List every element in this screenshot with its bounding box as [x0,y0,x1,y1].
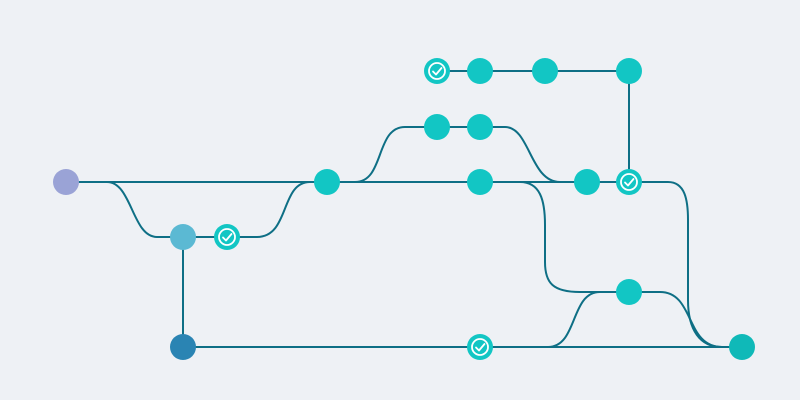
commit-node-circle [467,334,493,360]
graph-nodes [53,58,755,360]
graph-edge [628,181,723,348]
check-circle-icon [218,228,236,246]
node-lower-merge[interactable] [616,279,642,305]
node-end[interactable] [729,334,755,360]
node-main-3[interactable] [574,169,600,195]
commit-node-circle [616,58,642,84]
commit-node-circle [467,114,493,140]
end-node-circle [729,334,755,360]
node-start[interactable] [53,169,79,195]
graph-edge [226,181,311,238]
node-top-3[interactable] [532,58,558,84]
commit-node-circle [574,169,600,195]
branch-node-circle [170,224,196,250]
start-node-circle [53,169,79,195]
node-upper-2[interactable] [467,114,493,140]
commit-node-circle [314,169,340,195]
graph-edge [519,181,723,348]
commit-node-circle [214,224,240,250]
base-node-circle [170,334,196,360]
check-circle-icon [620,173,638,191]
commit-node-circle [424,58,450,84]
commit-node-circle [616,169,642,195]
node-base[interactable] [170,334,196,360]
node-branch-a-check[interactable] [214,224,240,250]
node-merge-1[interactable] [314,169,340,195]
graph-edges [65,70,743,348]
node-main-check[interactable] [616,169,642,195]
commit-node-circle [616,279,642,305]
node-top-check[interactable] [424,58,450,84]
graph-edge [547,291,601,348]
node-top-4[interactable] [616,58,642,84]
commit-node-circle [424,114,450,140]
check-circle-icon [428,62,446,80]
commit-node-circle [467,58,493,84]
commit-node-circle [467,169,493,195]
node-bottom-check[interactable] [467,334,493,360]
node-main-2[interactable] [467,169,493,195]
commit-node-circle [532,58,558,84]
graph-edge [106,181,228,238]
node-upper-1[interactable] [424,114,450,140]
graph-edge [354,126,561,183]
node-branch-a[interactable] [170,224,196,250]
check-circle-icon [471,338,489,356]
node-top-2[interactable] [467,58,493,84]
